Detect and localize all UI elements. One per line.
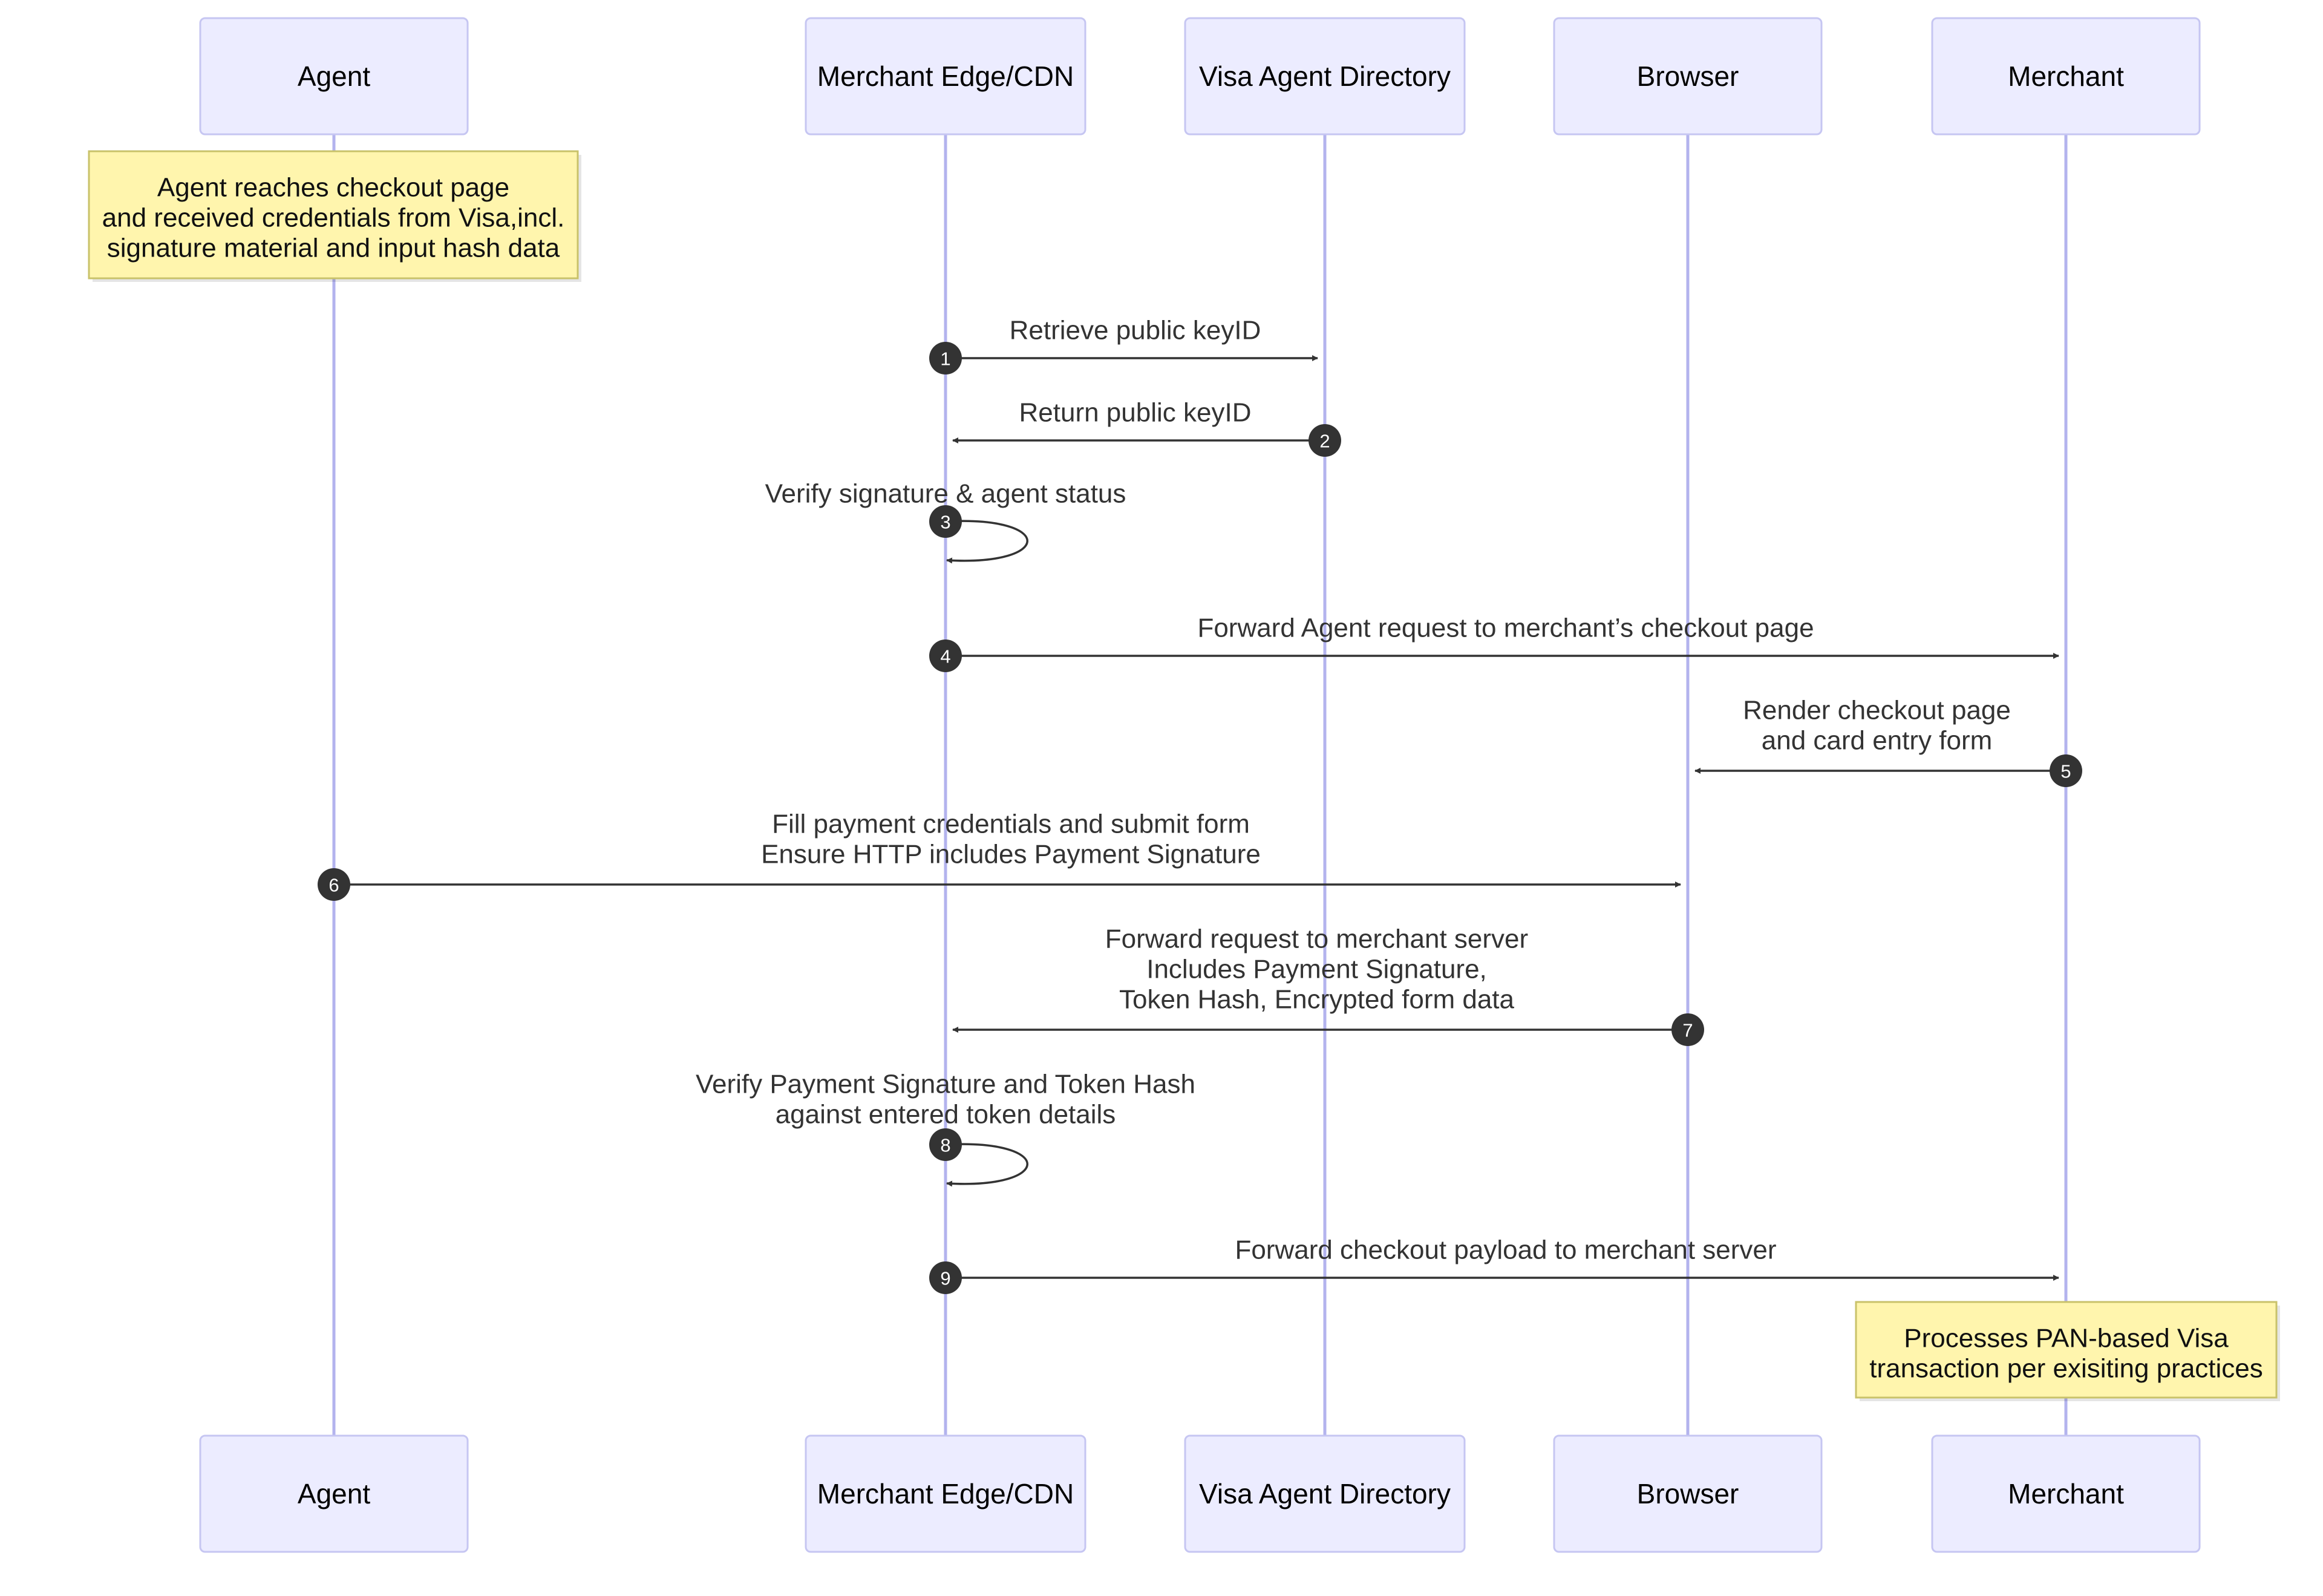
note-text-line: transaction per exisiting practices [1869, 1354, 2263, 1384]
message-label: Forward checkout payload to merchant ser… [1235, 1235, 1776, 1265]
actor-label-merchant: Merchant [2008, 1478, 2124, 1509]
sequence-number: 2 [1319, 431, 1330, 452]
actor-label-agent: Agent [298, 1478, 370, 1509]
message-label: Verify Payment Signature and Token Hash [696, 1070, 1195, 1099]
note-text-line: and received credentials from Visa,incl. [102, 203, 565, 233]
message-label: against entered token details [776, 1100, 1116, 1130]
message-label: and card entry form [1762, 726, 1993, 756]
message-6: Fill payment credentials and submit form… [318, 809, 1681, 901]
actor-box-edge-bottom: Merchant Edge/CDN [805, 1434, 1086, 1553]
message-label: Verify signature & agent status [765, 479, 1126, 509]
sequence-number: 7 [1682, 1020, 1693, 1041]
sequence-number-badge: 8 [929, 1128, 962, 1161]
actor-box-browser-top: Browser [1553, 17, 1823, 136]
message-label: Fill payment credentials and submit form [772, 809, 1250, 839]
self-loop-arrow [945, 1143, 1028, 1187]
sequence-number-badge: 3 [929, 505, 962, 538]
actor-box-vad-bottom: Visa Agent Directory [1184, 1434, 1466, 1553]
message-2: Return public keyID 2 [952, 398, 1341, 457]
sequence-number: 9 [940, 1268, 950, 1289]
message-3: Verify signature & agent status 3 [765, 479, 1126, 564]
actor-box-agent-bottom: Agent [199, 1434, 469, 1553]
sequence-number-badge: 2 [1309, 424, 1341, 457]
message-label: Forward Agent request to merchant’s chec… [1197, 613, 1814, 643]
actor-label-edge: Merchant Edge/CDN [817, 1478, 1074, 1509]
message-label: Forward request to merchant server [1105, 924, 1528, 954]
sequence-number-badge: 4 [929, 639, 962, 672]
message-label: Return public keyID [1019, 398, 1252, 428]
actor-label-vad: Visa Agent Directory [1199, 61, 1451, 92]
sequence-number: 5 [2060, 761, 2071, 782]
sequence-number-badge: 1 [929, 342, 962, 374]
sequence-number-badge: 9 [929, 1261, 962, 1294]
actor-label-browser: Browser [1637, 1478, 1739, 1509]
sequence-number-badge: 7 [1671, 1013, 1704, 1046]
note-text-line: signature material and input hash data [107, 234, 560, 263]
sequence-number-badge: 5 [2050, 754, 2082, 787]
sequence-number: 6 [328, 875, 339, 896]
message-label: Ensure HTTP includes Payment Signature [761, 840, 1261, 869]
self-loop-arrow [945, 520, 1028, 564]
actor-box-merchant-top: Merchant [1931, 17, 2201, 136]
actor-label-edge: Merchant Edge/CDN [817, 61, 1074, 92]
message-label: Includes Payment Signature, [1146, 955, 1487, 984]
message-8: Verify Payment Signature and Token Hasha… [696, 1070, 1195, 1187]
actor-box-browser-bottom: Browser [1553, 1434, 1823, 1553]
sequence-number: 4 [940, 646, 950, 667]
message-4: Forward Agent request to merchant’s chec… [929, 613, 2059, 672]
message-label: Token Hash, Encrypted form data [1119, 985, 1515, 1015]
actor-box-vad-top: Visa Agent Directory [1184, 17, 1466, 136]
sequence-number: 3 [940, 512, 950, 533]
actor-label-browser: Browser [1637, 61, 1739, 92]
sequence-number: 8 [940, 1135, 950, 1156]
actor-box-agent-top: Agent [199, 17, 469, 136]
actor-box-edge-top: Merchant Edge/CDN [805, 17, 1086, 136]
message-label: Retrieve public keyID [1010, 316, 1261, 345]
message-label: Render checkout page [1743, 696, 2011, 725]
message-7: Forward request to merchant serverInclud… [952, 924, 1704, 1046]
actor-label-agent: Agent [298, 61, 370, 92]
actor-label-merchant: Merchant [2008, 61, 2124, 92]
sequence-number-badge: 6 [318, 868, 350, 901]
note-text-line: Agent reaches checkout page [157, 173, 509, 203]
sequence-number: 1 [940, 348, 950, 370]
note-text-line: Processes PAN-based Visa [1904, 1324, 2229, 1353]
message-1: Retrieve public keyID 1 [929, 316, 1318, 374]
actor-label-vad: Visa Agent Directory [1199, 1478, 1451, 1509]
actor-box-merchant-bottom: Merchant [1931, 1434, 2201, 1553]
message-9: Forward checkout payload to merchant ser… [929, 1235, 2059, 1294]
